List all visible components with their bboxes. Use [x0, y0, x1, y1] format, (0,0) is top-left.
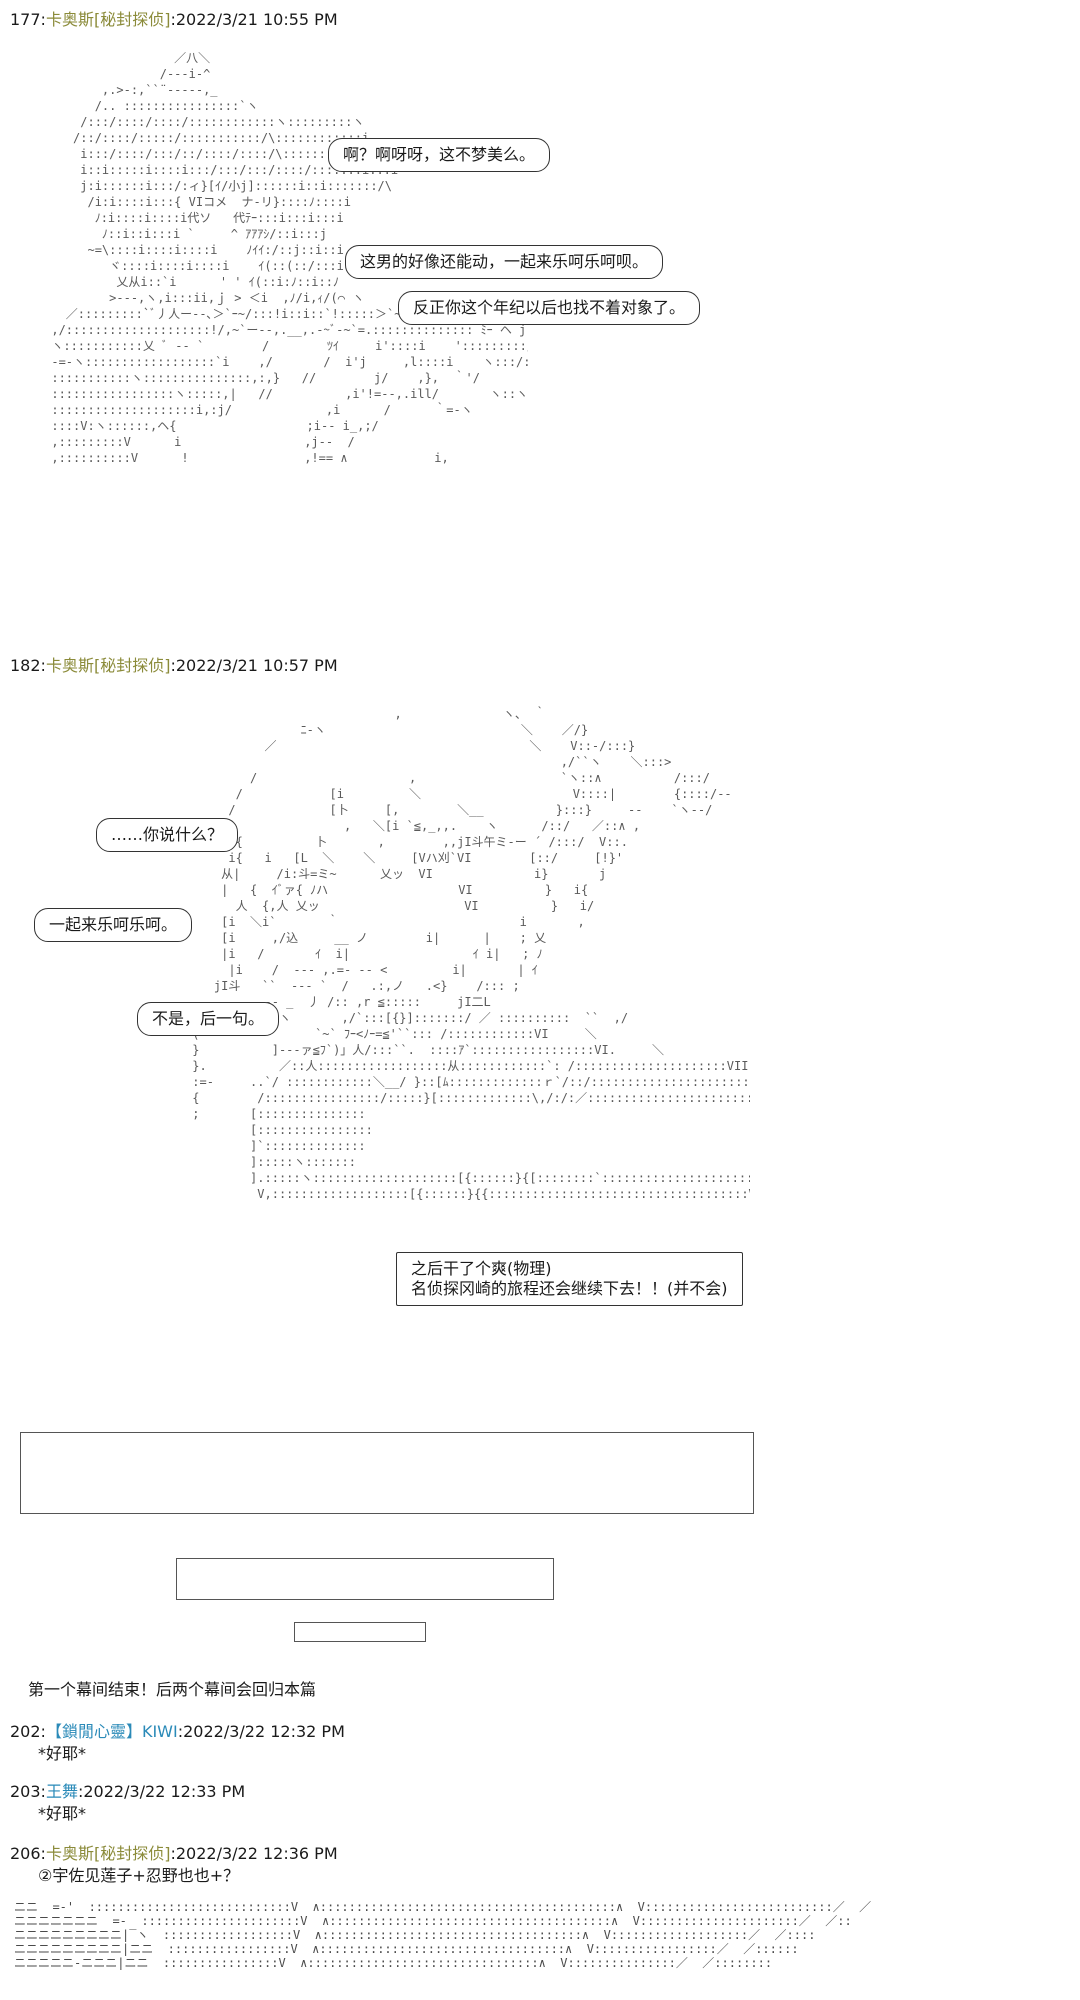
- speech-bubble-2: 这男的好像还能动，一起来乐呵乐呵呗。: [345, 245, 664, 279]
- post-number: 202:: [10, 1722, 46, 1741]
- speech-bubble-5: 一起来乐呵乐呵。: [34, 908, 193, 942]
- post-time: :2022/3/21 10:55 PM: [170, 10, 338, 29]
- post-body-203: *好耶*: [38, 1804, 87, 1823]
- ascii-art-scene-3: ニニ =-' ::::::::::::::::::::::::::::V ∧::…: [14, 1900, 872, 1970]
- speech-bubble-1: 啊？啊呀呀，这不梦美么。: [328, 138, 551, 172]
- speech-bubble-6: 不是，后一句。: [137, 1002, 280, 1036]
- post-number: 203:: [10, 1782, 46, 1801]
- empty-frame-small: [294, 1622, 426, 1642]
- post-time: :2022/3/22 12:32 PM: [177, 1722, 345, 1741]
- empty-frame-large: [20, 1432, 754, 1514]
- narration-box: 之后干了个爽(物理) 名侦探冈崎的旅程还会继续下去！！(并不会): [396, 1252, 743, 1306]
- poster-tag: KIWI: [141, 1722, 178, 1741]
- empty-frame-medium: [176, 1558, 554, 1600]
- ascii-art-scene-1: ／八＼ /-‐‐i‐^ ,.>-:,``¨-‐‐‐‐,_ /.. :::::::…: [51, 51, 528, 465]
- poster-name[interactable]: 卡奥斯: [45, 656, 94, 675]
- speech-bubble-3: 反正你这个年纪以后也找不着对象了。: [398, 291, 701, 325]
- poster-name[interactable]: 卡奥斯: [45, 10, 94, 29]
- poster-tag: [秘封探侦]: [93, 10, 171, 29]
- post-header-203: 203:王舞:2022/3/22 12:33 PM: [10, 1782, 245, 1802]
- poster-tag: [秘封探侦]: [93, 1844, 171, 1863]
- ascii-art-scene-2: , ヽ、 ｀ ﾆ‐ヽ ＼ ／/} ／ ＼ V::‐/:::}: [192, 707, 750, 1201]
- poster-name[interactable]: 卡奥斯: [45, 1844, 94, 1863]
- post-time: :2022/3/21 10:57 PM: [170, 656, 338, 675]
- poster-name[interactable]: 王舞: [45, 1782, 78, 1801]
- poster-tag: [秘封探侦]: [93, 656, 171, 675]
- post-body-206: ②宇佐见莲子+忍野也也+？: [38, 1866, 240, 1885]
- post-header-177: 177:卡奥斯[秘封探侦]:2022/3/21 10:55 PM: [10, 10, 338, 30]
- post-time: :2022/3/22 12:36 PM: [170, 1844, 338, 1863]
- speech-bubble-4: ……你说什么？: [96, 818, 239, 852]
- post-body-202: *好耶*: [38, 1744, 87, 1763]
- post-time: :2022/3/22 12:33 PM: [77, 1782, 246, 1801]
- narration-line-1: 之后干了个爽(物理): [411, 1259, 552, 1278]
- post-number: 206:: [10, 1844, 46, 1863]
- post-header-182: 182:卡奥斯[秘封探侦]:2022/3/21 10:57 PM: [10, 656, 338, 676]
- poster-name[interactable]: 【鎖閒心靈】: [45, 1722, 142, 1741]
- post-number: 182:: [10, 656, 46, 675]
- section-caption: 第一个幕间结束！后两个幕间会回归本篇: [28, 1680, 317, 1699]
- post-header-206: 206:卡奥斯[秘封探侦]:2022/3/22 12:36 PM: [10, 1844, 338, 1864]
- narration-line-2: 名侦探冈崎的旅程还会继续下去！！(并不会): [411, 1279, 728, 1298]
- post-number: 177:: [10, 10, 46, 29]
- post-header-202: 202:【鎖閒心靈】KIWI:2022/3/22 12:32 PM: [10, 1722, 345, 1742]
